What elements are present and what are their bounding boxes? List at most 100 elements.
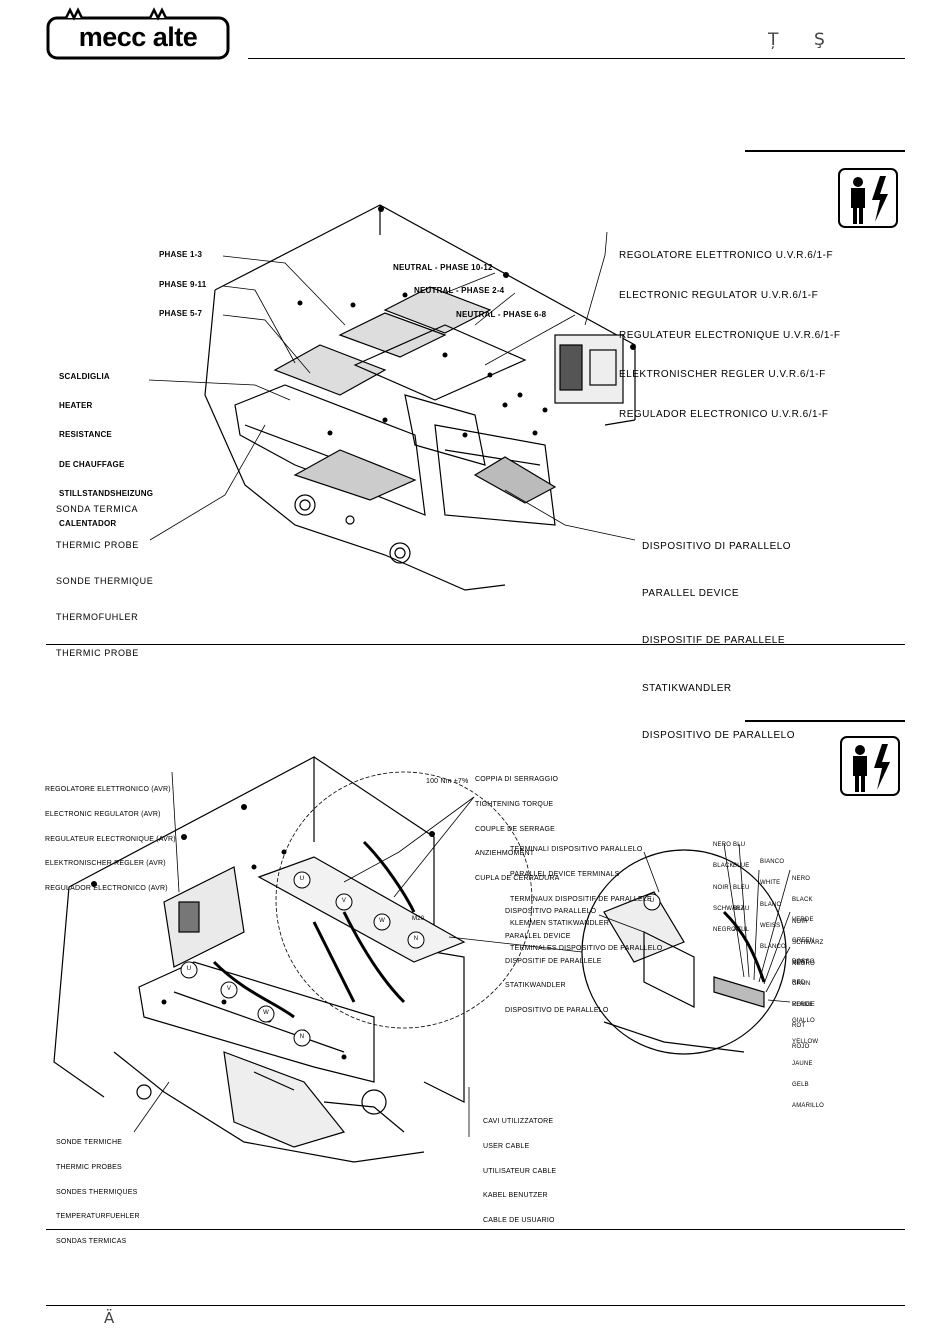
thermic-probe-label: SONDA TERMICA THERMIC PROBE SONDE THERMI… xyxy=(56,479,153,671)
heater-line: SCALDIGLIA xyxy=(59,371,110,381)
phase-tag-v-lower: V xyxy=(226,986,232,992)
probes-line: SONDE TERMICHE xyxy=(56,1139,123,1147)
phase-tag-u-lower: U xyxy=(186,966,192,972)
regulator-line: ELEKTRONISCHER REGLER U.V.R.6/1-F xyxy=(619,369,826,381)
parallel2-line: STATIKWANDLER xyxy=(505,982,566,990)
avr-line: REGULADOR ELECTRONICO (AVR) xyxy=(45,884,168,892)
figure-1-drawing xyxy=(145,195,655,595)
heater-line: CALENTADOR xyxy=(59,518,117,528)
phase-tag-u: U xyxy=(299,876,305,882)
thermic-probes-label: SONDE TERMICHE THERMIC PROBES SONDES THE… xyxy=(56,1123,140,1254)
avr-line: ELEKTRONISCHER REGLER (AVR) xyxy=(45,860,166,868)
color-line: GIALLO xyxy=(792,1018,815,1025)
neutral-label-2: NEUTRAL - PHASE 2-4 xyxy=(414,286,505,295)
color-green-label: VERDE GREEN VERT GRUN VERDE xyxy=(792,903,814,1017)
color-line: BLANCO xyxy=(760,944,786,951)
regulator-line: REGULADOR ELECTRONICO U.V.R.6/1-F xyxy=(619,408,829,420)
parallel-line: STATIKWANDLER xyxy=(642,682,732,694)
avr-line: REGOLATORE ELETTRONICO (AVR) xyxy=(45,786,171,794)
color-line: NEGRO xyxy=(713,927,737,934)
cable-line: UTILISATEUR CABLE xyxy=(483,1167,557,1175)
phase-tag-u-zoom: U xyxy=(649,898,655,904)
neutral-label-1: NEUTRAL - PHASE 10-12 xyxy=(393,263,493,272)
regulator-label: REGOLATORE ELETTRONICO U.V.R.6/1-F ELECT… xyxy=(619,223,840,434)
parallel2-line: PARALLEL DEVICE xyxy=(505,933,571,941)
parallel2-line: DISPOSITIF DE PARALLELE xyxy=(505,957,602,965)
heater-line: HEATER xyxy=(59,400,93,410)
footer-glyph: Ä xyxy=(104,1309,115,1327)
torque-value: 100 Nm ±7% xyxy=(426,778,469,785)
terminals-line: TERMINAUX DISPOSITIF DE PARALLELE xyxy=(510,895,652,903)
brand-logo: mecc alte xyxy=(46,6,230,60)
phase-tag-w: W xyxy=(379,918,385,924)
parallel-line: DISPOSITIVO DI PARALLELO xyxy=(642,540,792,552)
phase-tag-v: V xyxy=(341,898,347,904)
color-line: ROUGE xyxy=(792,1001,816,1008)
torque-line: COPPIA DI SERRAGGIO xyxy=(475,776,559,784)
color-black-label: NERO BLACK NOIR SCHWARZ NEGRO xyxy=(713,828,745,942)
user-cable-label: CAVI UTILIZZATORE USER CABLE UTILISATEUR… xyxy=(483,1102,556,1233)
color-line: BIANCO xyxy=(760,859,785,866)
parallel-device-2-label: DISPOSITIVO PARALLELO PARALLEL DEVICE DI… xyxy=(505,892,608,1023)
color-line: WEISS xyxy=(760,923,781,930)
parallel2-line: DISPOSITIVO PARALLELO xyxy=(505,908,597,916)
color-red-label: ROSSO RED ROUGE ROT ROJO xyxy=(792,945,815,1059)
color-line: BLEU xyxy=(733,884,750,891)
color-line: ROJO xyxy=(792,1044,810,1051)
logo-frame-icon xyxy=(46,7,230,60)
safety-box-2 xyxy=(840,736,900,796)
phase-tag-n-lower: N xyxy=(299,1034,305,1040)
torque-line: CUPLA DE CERRADURA xyxy=(475,874,560,882)
phase-label-1: PHASE 1-3 xyxy=(159,250,203,259)
terminals-line: PARALLEL DEVICE TERMINALS xyxy=(510,871,620,879)
color-line: SCHWARZ xyxy=(792,940,824,947)
color-blue-label: BLU BLUE BLEU BLAU AZUL xyxy=(733,828,749,942)
cable-line: USER CABLE xyxy=(483,1143,530,1151)
color-line: BLANC xyxy=(760,901,782,908)
parallel-line: PARALLEL DEVICE xyxy=(642,587,739,599)
color-line: SCHWARZ xyxy=(713,906,745,913)
color-line: NERO xyxy=(713,842,732,849)
torque-line: TIGHTENING TORQUE xyxy=(475,801,554,809)
avr-line: ELECTRONIC REGULATOR (AVR) xyxy=(45,811,161,819)
phase-tag-w-lower: W xyxy=(263,1010,269,1016)
color-line: VERT xyxy=(792,959,809,966)
footer-rule xyxy=(46,1305,905,1306)
regulator-line: ELECTRONIC REGULATOR U.V.R.6/1-F xyxy=(619,290,819,302)
regulator-line: REGOLATORE ELETTRONICO U.V.R.6/1-F xyxy=(619,250,834,262)
parallel-line: DISPOSITIF DE PARALLELE xyxy=(642,635,786,647)
safety-box-1 xyxy=(838,168,898,228)
color-line: RED xyxy=(792,980,806,987)
color-line: BLUE xyxy=(733,863,750,870)
terminals-line: KLEMMEN STATIKWANDLER xyxy=(510,920,609,928)
cable-line: CAVI UTILIZZATORE xyxy=(483,1118,554,1126)
regulator-line: REGULATEUR ELECTRONIQUE U.V.R.6/1-F xyxy=(619,329,841,341)
probe-line: SONDA TERMICA xyxy=(56,504,139,514)
color-line: BLACK xyxy=(792,897,813,904)
terminals-line: TERMINALI DISPOSITIVO PARALLELO xyxy=(510,846,643,854)
probe-line: THERMIC PROBE xyxy=(56,540,139,550)
color-line: GREEN xyxy=(792,938,815,945)
avr-line: REGULATEUR ELECTRONIQUE (AVR) xyxy=(45,835,176,843)
alternator-terminal-box-drawing xyxy=(148,204,636,591)
color-line: NERO xyxy=(792,876,811,883)
terminals-line: TERMINALES DISPOSITIVO DE PARALLELO xyxy=(510,944,663,952)
heater-line: STILLSTANDSHEIZUNG xyxy=(59,489,154,499)
electric-hazard-icon xyxy=(851,176,888,224)
torque-label: COPPIA DI SERRAGGIO TIGHTENING TORQUE CO… xyxy=(475,760,560,891)
heater-line: RESISTANCE xyxy=(59,430,112,440)
color-line: GRUN xyxy=(792,981,811,988)
section-rule-1 xyxy=(745,150,905,152)
phase-tag-n: N xyxy=(413,936,419,942)
parallel-device-label: DISPOSITIVO DI PARALLELO PARALLEL DEVICE… xyxy=(642,507,795,760)
figure-2-drawing xyxy=(44,752,834,1172)
color-line: JAUNE xyxy=(792,1060,813,1067)
logo-text: mecc alte xyxy=(78,22,198,52)
color-line: BLU xyxy=(733,842,746,849)
color-line: ROSSO xyxy=(792,959,815,966)
color-line: WHITE xyxy=(760,880,781,887)
heater-label: SCALDIGLIA HEATER RESISTANCE DE CHAUFFAG… xyxy=(59,352,153,538)
header-glyph-2: Ş xyxy=(814,30,825,50)
header-rule xyxy=(248,58,905,59)
color-line: NOIR xyxy=(792,918,808,925)
